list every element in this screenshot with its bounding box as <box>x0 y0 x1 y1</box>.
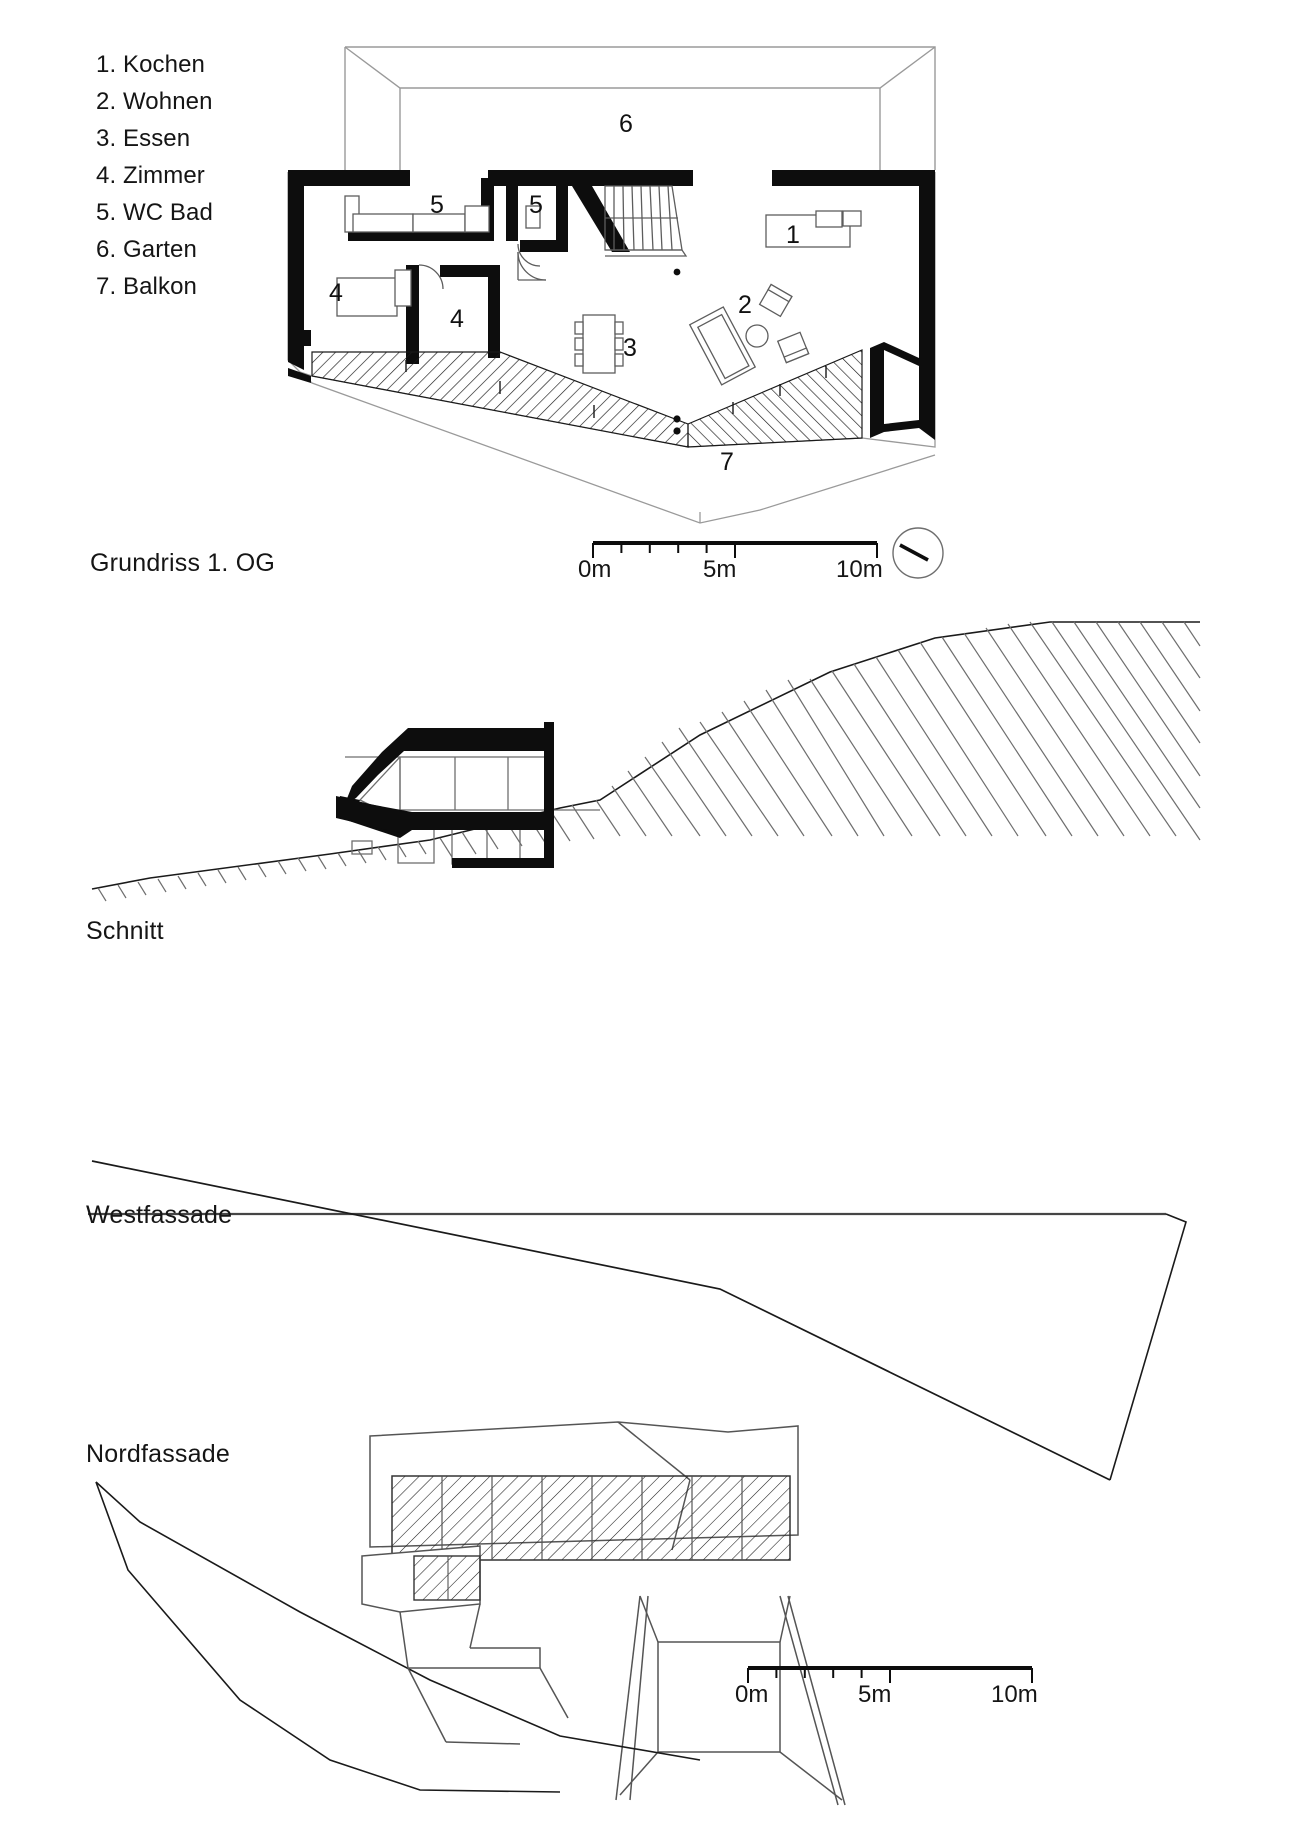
balcony-hatch <box>311 349 863 448</box>
legend-item-1: 1. Kochen <box>96 51 205 78</box>
label-bath-small: 5 <box>529 191 543 219</box>
caption-floor-plan: Grundriss 1. OG <box>90 549 275 577</box>
balcony-railing-ticks <box>405 360 827 418</box>
west-window-band <box>391 1475 791 1561</box>
north-house-volume <box>361 1545 569 1745</box>
garden-outline <box>344 46 936 172</box>
scale-facade-tick-0: 0m <box>735 1681 769 1708</box>
scale-plan-tick-10: 10m <box>836 556 883 583</box>
west-supports <box>615 1595 846 1806</box>
label-room-left: 4 <box>329 279 343 307</box>
section-drawing <box>91 621 1201 902</box>
label-dining: 3 <box>623 334 637 362</box>
room-legend: 1. Kochen 2. Wohnen 3. Essen 4. Zimmer 5… <box>96 46 213 305</box>
legend-item-7: 7. Balkon <box>96 273 197 300</box>
label-kitchen: 1 <box>786 221 800 249</box>
legend-item-4: 4. Zimmer <box>96 162 205 189</box>
legend-item-5: 5. WC Bad <box>96 199 213 226</box>
plan-staircase <box>604 185 688 257</box>
caption-north-facade: Nordfassade <box>86 1440 230 1468</box>
caption-west-facade: Westfassade <box>86 1201 233 1229</box>
scale-facade-tick-5: 5m <box>858 1681 892 1708</box>
terrain-hatch <box>97 621 1201 902</box>
section-inner <box>345 756 600 865</box>
label-balcony: 7 <box>720 448 734 476</box>
caption-section: Schnitt <box>86 917 164 945</box>
section-cut-markers <box>673 268 681 435</box>
plan-door-swings <box>418 243 547 290</box>
floor-plan: 6 5 5 1 4 4 2 3 7 <box>287 46 936 524</box>
legend-item-3: 3. Essen <box>96 125 191 152</box>
scale-plan-tick-0: 0m <box>578 556 612 583</box>
plan-furniture <box>336 195 862 386</box>
north-window-band <box>413 1555 481 1601</box>
west-house-volume <box>369 1421 799 1551</box>
label-living: 2 <box>738 291 752 319</box>
legend-item-6: 6. Garten <box>96 236 197 263</box>
north-arrow-graphic <box>892 527 944 579</box>
label-bath-large: 5 <box>430 191 444 219</box>
plan-room-labels: 6 5 5 1 4 4 2 3 7 <box>329 110 800 476</box>
label-room-right: 4 <box>450 305 464 333</box>
plan-slab-edges <box>287 172 936 524</box>
scale-facade-tick-10: 10m <box>991 1681 1038 1708</box>
label-garden: 6 <box>619 110 633 138</box>
north-facade-drawing <box>95 1481 701 1793</box>
plan-cut-walls <box>288 170 935 440</box>
scale-plan-tick-5: 5m <box>703 556 737 583</box>
section-cut <box>336 722 554 868</box>
legend-item-2: 2. Wohnen <box>96 88 213 115</box>
